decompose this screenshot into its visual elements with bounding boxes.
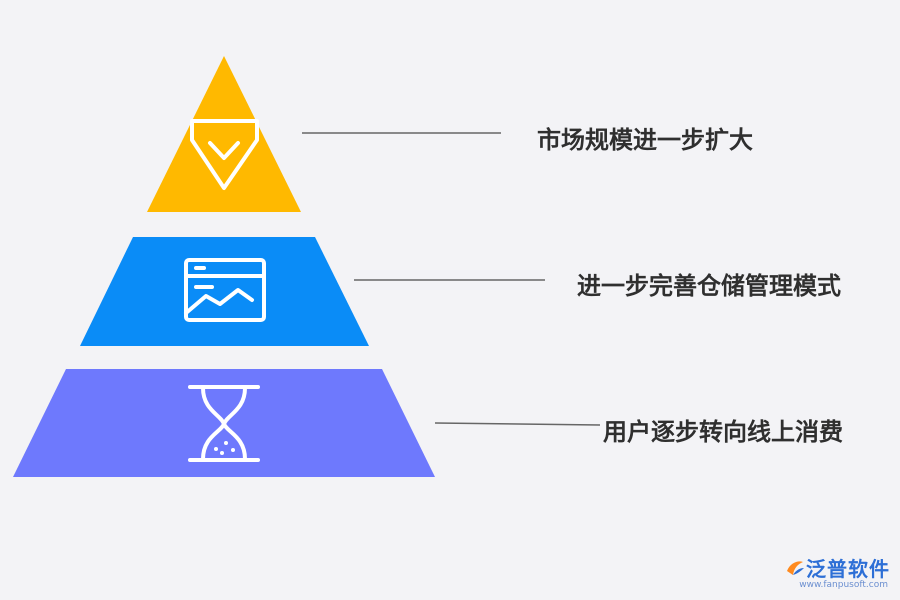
pyramid-tier-2 — [80, 237, 369, 346]
hourglass-icon — [188, 385, 260, 462]
brand-logo: 泛普软件 www.fanpusoft.com — [784, 553, 890, 590]
logo-icon — [787, 560, 804, 575]
level-1-label: 市场规模进一步扩大 — [537, 126, 753, 154]
connector-line-3 — [434, 422, 601, 426]
logo-name: 泛普软件 — [806, 557, 890, 581]
diamond-icon — [190, 119, 259, 190]
logo-url: www.fanpusoft.com — [799, 580, 888, 590]
chart-window-icon — [184, 258, 266, 322]
level-2-label: 进一步完善仓储管理模式 — [577, 272, 841, 300]
pyramid-tier-1 — [147, 56, 301, 212]
level-3-label: 用户逐步转向线上消费 — [603, 418, 843, 446]
